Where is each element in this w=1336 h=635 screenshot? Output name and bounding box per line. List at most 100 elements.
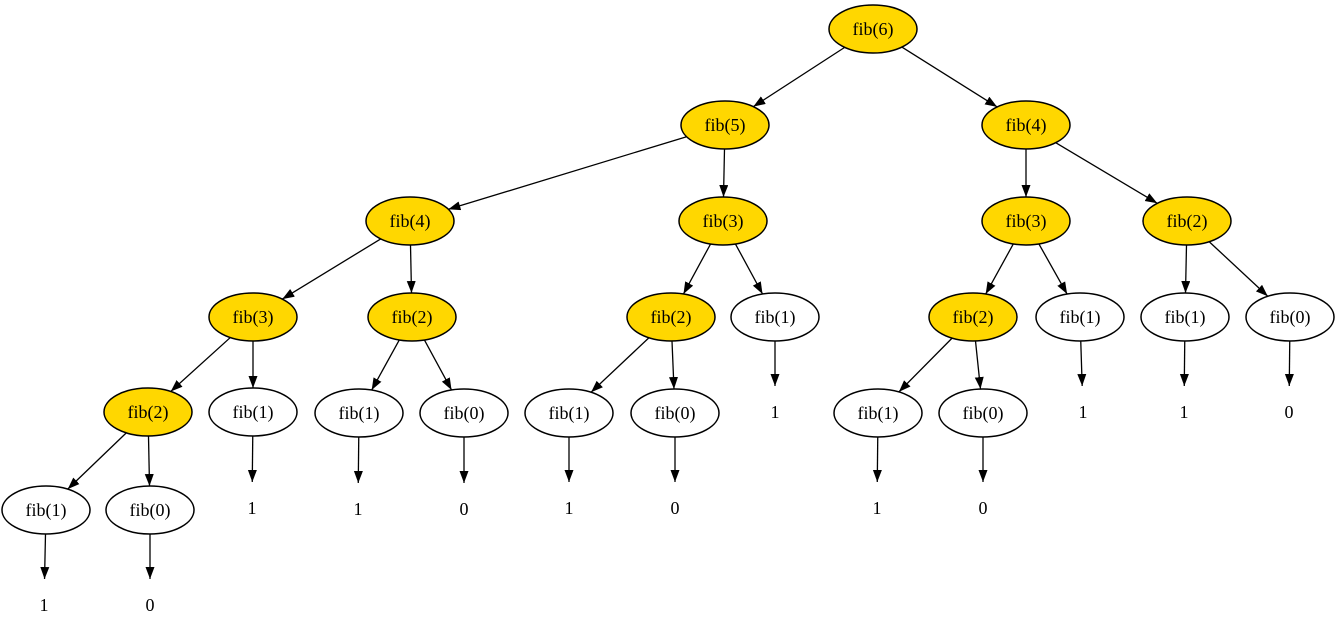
leaf-value-v1: 1 [771,402,780,422]
node-ellipse [833,388,923,438]
edge-fib3l-fib2ll [170,337,231,392]
node-ellipse [105,485,195,535]
tree-node-fib5: fib(5) [680,100,770,150]
tree-node-fib2m: fib(2) [626,292,716,342]
edge-fib4r-fib2rr [1055,142,1158,204]
node-label: fib(0) [444,403,485,424]
tree-node-fib0r1: fib(0) [1245,292,1335,342]
edge-fib3r-fib2r [985,243,1014,295]
leaf-value-v12: 1 [40,595,49,615]
node-label: fib(3) [1006,211,1047,232]
node-ellipse [103,387,193,437]
tree-node-fib1ll: fib(1) [1,485,91,535]
tree-node-fib2rr: fib(2) [1142,196,1232,246]
node-label: fib(2) [1167,211,1208,232]
node-ellipse [1245,292,1335,342]
node-label: fib(0) [130,500,171,521]
tree-node-fib2l: fib(2) [367,292,457,342]
node-ellipse [1035,292,1125,342]
tree-node-fib2ll: fib(2) [103,387,193,437]
node-label: fib(4) [390,211,431,232]
edge-fib3m-fib2m [682,243,712,295]
tree-node-fib3r: fib(3) [981,196,1071,246]
edge-fib2r-fib0r2 [974,340,984,390]
edge-fib6-fib4r [901,46,998,108]
node-ellipse [208,292,298,342]
node-ellipse [730,292,820,342]
node-label: fib(2) [953,307,994,328]
edge-fib2m-fib1m1 [590,337,650,393]
leaf-value-v2: 1 [1079,402,1088,422]
leaf-value-v3: 1 [1180,402,1189,422]
node-ellipse [938,388,1028,438]
node-label: fib(3) [233,307,274,328]
edge-fib2rr-fib0r1 [1208,241,1269,297]
node-ellipse [678,196,768,246]
edge-fib2l-fib0l1 [423,339,453,391]
node-ellipse [928,292,1018,342]
tree-node-fib1m1: fib(1) [524,388,614,438]
edge-fib1r1-v2 [1077,340,1087,387]
leaf-value-v11: 0 [979,498,988,518]
leaf-value-v4: 0 [1285,402,1294,422]
node-ellipse [981,100,1071,150]
edge-fib2r-fib1r3 [898,337,953,393]
node-ellipse [365,196,455,246]
tree-node-fib1r1: fib(1) [1035,292,1125,342]
tree-node-fib6: fib(6) [828,4,918,54]
node-label: fib(1) [233,402,274,423]
leaf-value-v8: 1 [565,498,574,518]
node-ellipse [828,4,918,54]
tree-node-fib2r: fib(2) [928,292,1018,342]
tree-node-fib1l1: fib(1) [208,387,298,437]
node-label: fib(1) [858,403,899,424]
node-label: fib(1) [26,500,67,521]
node-label: fib(0) [1270,307,1311,328]
leaf-value-v7: 0 [460,499,469,519]
edge-fib2ll-fib1ll [67,432,127,490]
edge-fib2l-fib1l2 [371,339,400,391]
node-label: fib(1) [549,403,590,424]
edge-fib1ll-v12 [40,533,50,580]
node-ellipse [1140,292,1230,342]
node-ellipse [524,388,614,438]
tree-node-fib1m: fib(1) [730,292,820,342]
edge-fib4l-fib3l [281,238,382,300]
node-label: fib(2) [392,307,433,328]
tree-node-fib0ll: fib(0) [105,485,195,535]
node-label: fib(4) [1006,115,1047,136]
edge-fib6-fib5 [752,46,846,108]
edge-fib5-fib4l [448,136,687,211]
edge-fib3r-fib1r1 [1038,243,1068,295]
tree-node-fib1l2: fib(1) [314,388,404,438]
node-label: fib(1) [1060,307,1101,328]
node-ellipse [314,388,404,438]
edge-fib2rr-fib1r2 [1181,244,1191,294]
tree-node-fib1r2: fib(1) [1140,292,1230,342]
node-ellipse [419,388,509,438]
node-label: fib(0) [963,403,1004,424]
tree-node-fib3l: fib(3) [208,292,298,342]
node-label: fib(3) [703,211,744,232]
leaf-value-v5: 1 [248,498,257,518]
leaf-value-v13: 0 [146,595,155,615]
node-label: fib(2) [651,307,692,328]
node-ellipse [208,387,298,437]
node-ellipse [1142,196,1232,246]
edge-fib2m-fib0m1 [669,340,678,390]
node-ellipse [981,196,1071,246]
node-label: fib(1) [1165,307,1206,328]
edge-fib3m-fib1m [734,243,764,295]
node-ellipse [680,100,770,150]
tree-node-fib0l1: fib(0) [419,388,509,438]
leaf-value-v6: 1 [354,499,363,519]
tree-node-fib3m: fib(3) [678,196,768,246]
node-label: fib(5) [705,115,746,136]
node-ellipse [626,292,716,342]
node-label: fib(6) [853,19,894,40]
node-label: fib(1) [339,403,380,424]
tree-node-fib4r: fib(4) [981,100,1071,150]
node-ellipse [630,388,720,438]
node-label: fib(0) [655,403,696,424]
